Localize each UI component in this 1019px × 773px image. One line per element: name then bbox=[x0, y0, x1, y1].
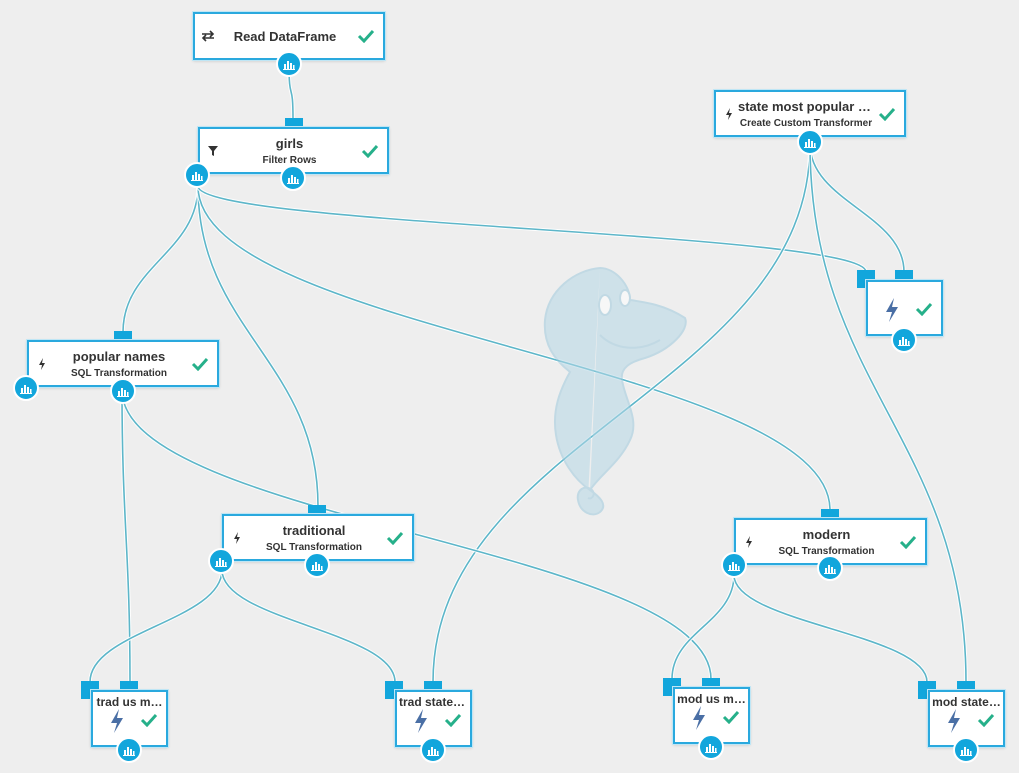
swap-arrows-icon bbox=[201, 29, 215, 43]
bolt-icon bbox=[946, 709, 962, 733]
bar-chart-icon bbox=[427, 746, 439, 756]
node-title: traditional bbox=[282, 522, 346, 538]
bar-chart-icon bbox=[123, 746, 135, 756]
input-port[interactable] bbox=[957, 681, 975, 691]
bar-chart-icon bbox=[824, 564, 836, 574]
bolt-icon bbox=[884, 298, 900, 322]
check-icon bbox=[915, 302, 933, 317]
bar-chart-icon bbox=[287, 174, 299, 184]
check-icon bbox=[899, 535, 917, 549]
input-port[interactable] bbox=[424, 681, 442, 691]
bar-chart-icon bbox=[117, 387, 129, 397]
bolt-icon bbox=[109, 709, 125, 733]
bolt-icon bbox=[413, 709, 429, 733]
node-title: Read DataFrame bbox=[233, 28, 337, 44]
input-port[interactable] bbox=[821, 509, 839, 519]
bar-chart-icon bbox=[215, 557, 227, 567]
input-port[interactable] bbox=[120, 681, 138, 691]
bar-chart-icon bbox=[898, 336, 910, 346]
connection-edge[interactable] bbox=[197, 185, 319, 507]
bar-chart-icon bbox=[283, 60, 295, 70]
connection-edge[interactable] bbox=[197, 185, 831, 511]
connection-edge[interactable] bbox=[809, 143, 905, 273]
connection-edge[interactable] bbox=[121, 389, 131, 683]
bolt-icon bbox=[691, 706, 707, 730]
node-title: modern bbox=[802, 526, 851, 542]
connection-edge[interactable] bbox=[197, 185, 867, 273]
bar-chart-icon bbox=[804, 138, 816, 148]
output-port[interactable] bbox=[13, 375, 39, 401]
check-icon bbox=[444, 713, 462, 728]
bar-chart-icon bbox=[311, 561, 323, 571]
bar-chart-icon bbox=[705, 743, 717, 753]
node-subtitle: SQL Transformation bbox=[778, 545, 875, 557]
bar-chart-icon bbox=[728, 561, 740, 571]
bolt-icon bbox=[742, 535, 756, 549]
bolt-icon bbox=[35, 357, 49, 371]
node-mod-state[interactable]: mod state… bbox=[928, 690, 1005, 747]
output-port[interactable] bbox=[953, 737, 979, 763]
output-port[interactable] bbox=[280, 165, 306, 191]
output-port[interactable] bbox=[304, 552, 330, 578]
connection-edge[interactable] bbox=[221, 569, 396, 683]
node-title: mod us m… bbox=[677, 692, 746, 706]
bolt-icon bbox=[230, 531, 244, 545]
output-port[interactable] bbox=[797, 129, 823, 155]
output-port[interactable] bbox=[110, 378, 136, 404]
output-port[interactable] bbox=[817, 555, 843, 581]
connection-edge[interactable] bbox=[122, 185, 199, 333]
node-subtitle: Filter Rows bbox=[262, 154, 317, 166]
output-port[interactable] bbox=[116, 737, 142, 763]
input-port[interactable] bbox=[702, 678, 720, 688]
check-icon bbox=[386, 531, 404, 545]
connection-edge[interactable] bbox=[809, 143, 967, 683]
check-icon bbox=[357, 29, 375, 44]
node-title: trad state … bbox=[399, 695, 468, 709]
check-icon bbox=[722, 710, 740, 725]
check-icon bbox=[191, 357, 209, 371]
output-port[interactable] bbox=[891, 327, 917, 353]
connection-edge[interactable] bbox=[733, 574, 928, 683]
node-subtitle: SQL Transformation bbox=[266, 541, 362, 553]
node-title: popular names bbox=[72, 348, 166, 364]
output-port[interactable] bbox=[698, 734, 724, 760]
check-icon bbox=[977, 713, 995, 728]
check-icon bbox=[361, 144, 379, 158]
input-port[interactable] bbox=[114, 331, 132, 341]
bar-chart-icon bbox=[960, 746, 972, 756]
node-custom-transformer[interactable] bbox=[866, 280, 943, 336]
seahorse-watermark-icon bbox=[543, 267, 687, 516]
node-title: girls bbox=[275, 135, 304, 151]
output-port[interactable] bbox=[276, 51, 302, 77]
node-popular-names[interactable]: popular names SQL Transformation bbox=[27, 340, 219, 387]
connection-edge[interactable] bbox=[121, 389, 712, 680]
bar-chart-icon bbox=[20, 384, 32, 394]
node-title: mod state… bbox=[932, 695, 1001, 709]
node-title: state most popular na… bbox=[738, 98, 874, 114]
input-port[interactable] bbox=[895, 270, 913, 280]
bar-chart-icon bbox=[191, 171, 203, 181]
output-port[interactable] bbox=[721, 552, 747, 578]
output-port[interactable] bbox=[208, 548, 234, 574]
check-icon bbox=[140, 713, 158, 728]
check-icon bbox=[878, 107, 896, 121]
input-port[interactable] bbox=[308, 505, 326, 515]
node-subtitle: SQL Transformation bbox=[71, 367, 167, 379]
node-title: trad us m… bbox=[96, 695, 163, 709]
node-subtitle: Create Custom Transformer bbox=[739, 117, 873, 129]
connection-edge[interactable] bbox=[89, 569, 223, 683]
input-port[interactable] bbox=[285, 118, 303, 128]
output-port[interactable] bbox=[420, 737, 446, 763]
node-modern[interactable]: modern SQL Transformation bbox=[734, 518, 927, 565]
bolt-icon bbox=[722, 107, 736, 121]
filter-icon bbox=[206, 144, 220, 158]
output-port[interactable] bbox=[184, 162, 210, 188]
connection-edge[interactable] bbox=[671, 574, 735, 680]
